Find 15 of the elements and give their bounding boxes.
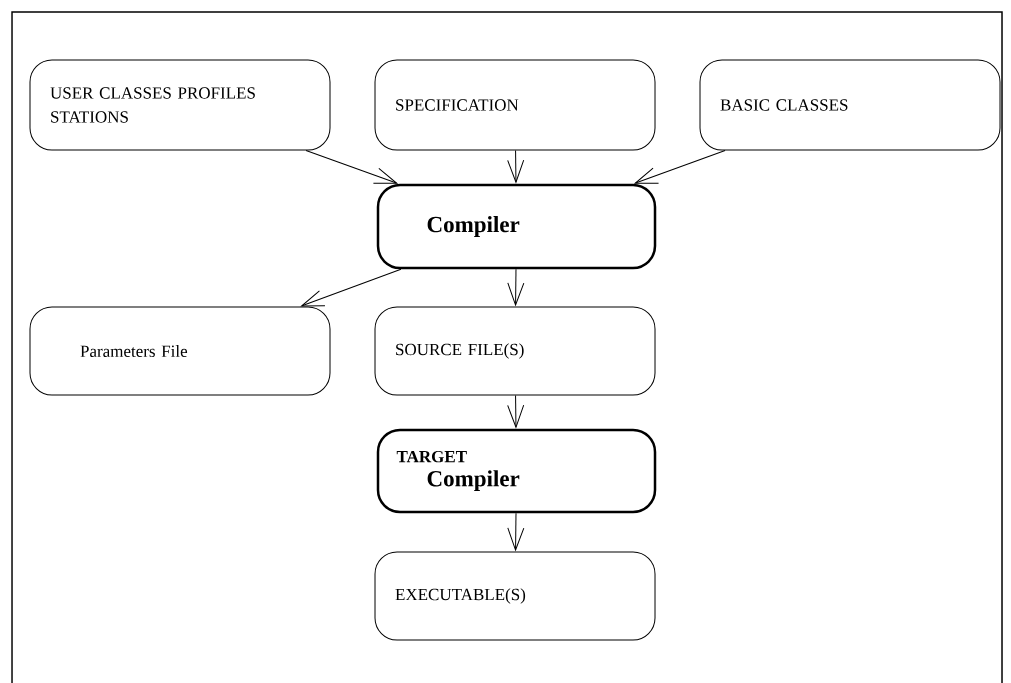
process-box: USER CLASSES PROFILES STATIONS (29, 59, 331, 151)
process-box: Parameters File (29, 306, 331, 396)
arrow (507, 395, 525, 428)
arrow (634, 150, 726, 184)
arrow (507, 268, 525, 306)
arrow (507, 512, 525, 551)
arrow (305, 150, 398, 184)
compiler-box: TARGET Compiler (376, 428, 657, 514)
process-box: SOURCE FILE(S) (374, 306, 656, 396)
process-box: SPECIFICATION (374, 59, 656, 151)
process-box: BASIC CLASSES (699, 59, 1001, 151)
arrow (507, 150, 525, 183)
arrow (301, 268, 402, 307)
process-box: EXECUTABLE(S) (374, 551, 656, 641)
compiler-box: Compiler (376, 183, 657, 270)
